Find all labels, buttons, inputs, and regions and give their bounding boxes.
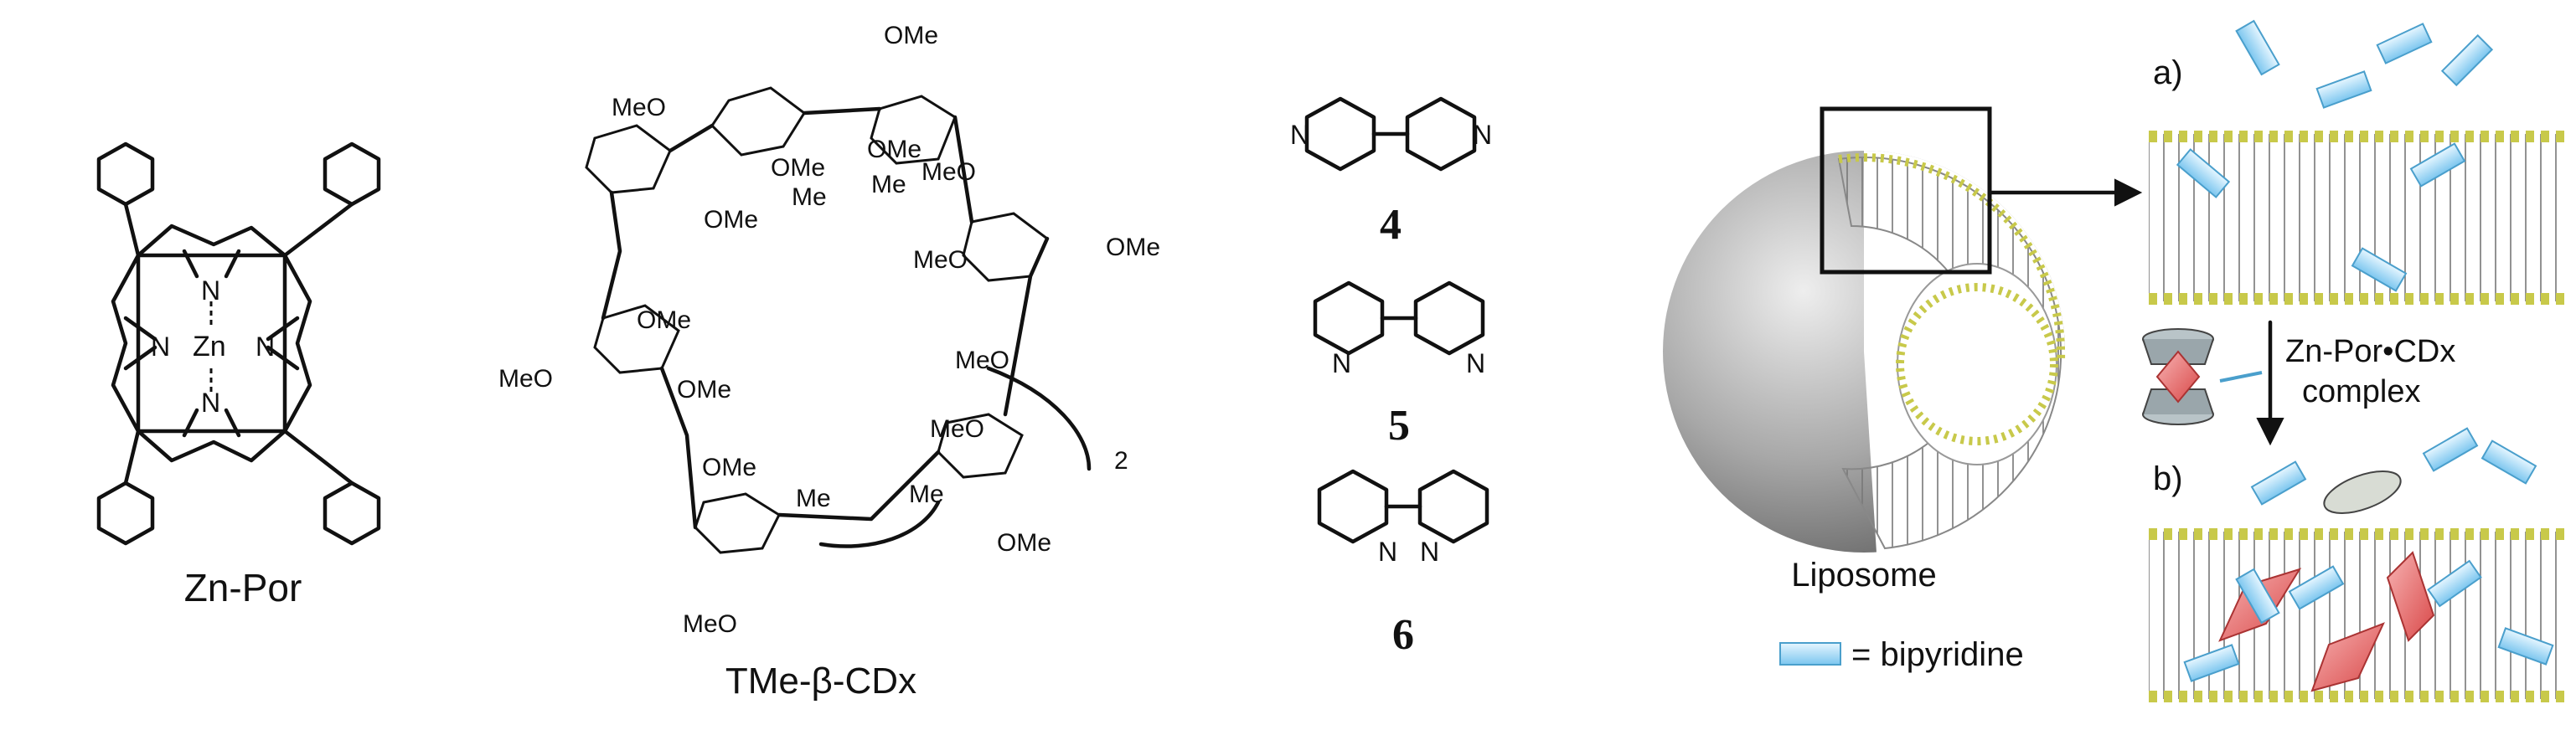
- meo-label-3: MeO: [913, 246, 968, 274]
- ome-label-3: OMe: [704, 206, 758, 234]
- free-cdx: [2323, 470, 2402, 514]
- ome-label-2: OMe: [771, 154, 825, 182]
- repeat-subscript: 2: [1114, 447, 1128, 475]
- meo-label-2: MeO: [921, 158, 976, 186]
- n-atom-5-right: N: [1466, 348, 1485, 378]
- n-atom-top: N: [201, 275, 220, 306]
- meo-label-7: MeO: [683, 610, 737, 638]
- zn-porphyrin-structure: N N N N Zn Zn-Por: [96, 141, 381, 609]
- bipyridine-legend-label: = bipyridine: [1851, 636, 2024, 673]
- n-atom-bottom: N: [201, 388, 220, 418]
- ome-label-7: OMe: [677, 376, 731, 404]
- zn-atom: Zn: [193, 331, 226, 362]
- ome-label-8: OMe: [702, 454, 756, 481]
- cyclodextrin-structure: OMe MeO OMe Me OMe OMe Me MeO MeO OMe Me…: [498, 22, 1160, 702]
- ome-label-4: OMe: [867, 136, 921, 163]
- me-label-1: Me: [792, 183, 827, 211]
- bipy-a-3: [2376, 23, 2433, 64]
- meo-label-4: MeO: [955, 347, 1009, 374]
- ome-label-9: OMe: [997, 529, 1051, 557]
- n-atom-6-left: N: [1378, 537, 1397, 567]
- bipy-b-7: [2183, 644, 2240, 682]
- bipy-a-6: [2409, 142, 2466, 188]
- bipy-b-1: [2250, 460, 2307, 506]
- porphyrin-b-3: [2310, 622, 2385, 692]
- panel-a: a): [2149, 19, 2568, 305]
- cdx-caption: TMe-β-CDx: [725, 661, 916, 702]
- n-atom-4-left: N: [1290, 120, 1309, 150]
- liposome-caption: Liposome: [1791, 557, 1936, 594]
- bipy-a-7: [2351, 247, 2408, 292]
- bipy-b-6: [2427, 559, 2482, 608]
- porphyrin-in-complex: [2155, 350, 2201, 404]
- ome-label-1: OMe: [884, 22, 938, 49]
- meo-label-5: MeO: [498, 365, 553, 393]
- bipyridine-6-structure: N N 6: [1317, 469, 1489, 659]
- me-label-2: Me: [871, 171, 906, 198]
- complex-label-line1: Zn-Por•CDx: [2285, 334, 2455, 369]
- liposome-illustration: Liposome = bipyridine: [1663, 106, 2143, 673]
- zn-por-caption: Zn-Por: [184, 566, 302, 609]
- bipyridine-4-structure: N N 4: [1290, 96, 1492, 249]
- bipy-b-2: [2422, 427, 2479, 472]
- bipy-b-4: [2235, 568, 2280, 625]
- label-5: 5: [1388, 402, 1410, 450]
- panel-a-label: a): [2153, 54, 2183, 91]
- n-atom-right: N: [256, 332, 275, 362]
- n-atom-left: N: [151, 332, 170, 362]
- bipy-b-5: [2288, 565, 2345, 610]
- panel-b: b): [2149, 427, 2568, 702]
- complex-label-line2: complex: [2302, 374, 2421, 409]
- bipy-a-1: [2235, 19, 2280, 76]
- bipy-a-4: [2440, 33, 2494, 87]
- me-label-4: Me: [909, 481, 944, 508]
- label-6: 6: [1392, 611, 1414, 659]
- ome-label-6: OMe: [637, 306, 691, 334]
- n-atom-4-right: N: [1473, 120, 1492, 150]
- bipyridine-5-structure: N N 5: [1313, 280, 1485, 450]
- n-atom-6-right: N: [1420, 537, 1439, 567]
- ome-label-5: OMe: [1106, 234, 1160, 261]
- transition-arrow: Zn-Por•CDx complex: [2142, 320, 2455, 446]
- panel-b-label: b): [2153, 460, 2183, 497]
- meo-label-1: MeO: [612, 94, 666, 121]
- me-label-3: Me: [796, 485, 831, 512]
- n-atom-5-left: N: [1332, 348, 1351, 378]
- meo-label-6: MeO: [930, 415, 984, 443]
- bipyridine-legend-swatch: [1779, 642, 1841, 666]
- bipy-b-3: [2480, 440, 2537, 485]
- label-4: 4: [1380, 201, 1402, 249]
- bipy-b-8: [2497, 627, 2554, 666]
- zoom-box: [1820, 106, 1992, 275]
- porphyrin-b-2: [2386, 551, 2435, 642]
- bipy-a-2: [2315, 70, 2372, 109]
- bipy-a-5: [2176, 148, 2231, 198]
